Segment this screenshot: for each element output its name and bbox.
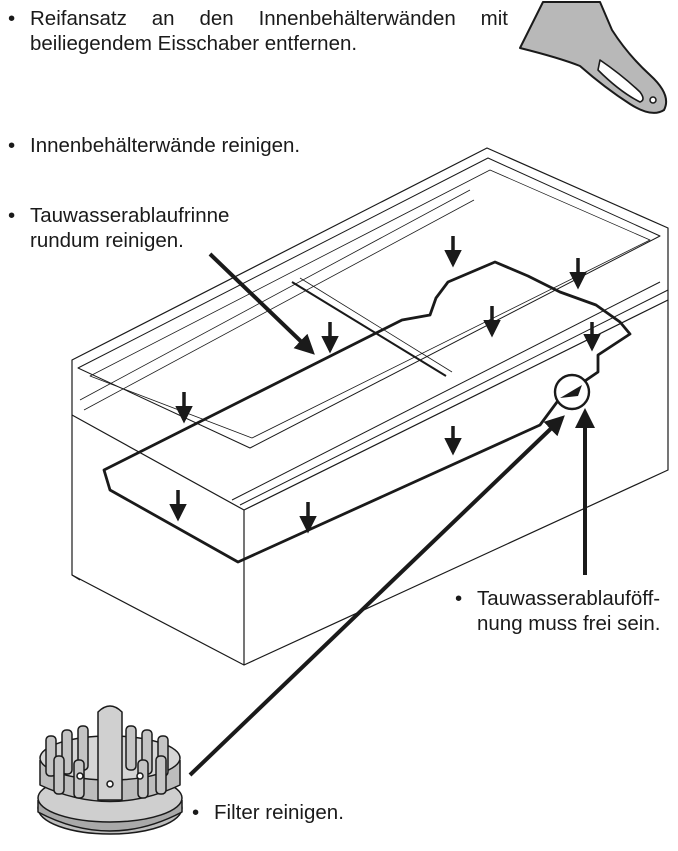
- instruction-text: Tauwasserablauföff-: [477, 587, 661, 610]
- instruction-text: Reifansatz an den Innenbehälterwänden mi…: [30, 7, 508, 30]
- instruction-text-line2: rundum reinigen.: [30, 229, 184, 252]
- bullet: •: [8, 204, 16, 227]
- instruction-clean-walls: • Innenbehälterwände reinigen.: [8, 133, 300, 158]
- chest-freezer-icon: [71, 147, 669, 666]
- instruction-text-line2: nung muss frei sein.: [477, 612, 661, 635]
- instruction-remove-frost: • Reifansatz an den Innenbehälterwänden m…: [8, 6, 508, 56]
- drain-filter-icon: [37, 705, 183, 835]
- bullet: •: [192, 801, 200, 824]
- bullet: •: [455, 587, 463, 610]
- bullet: •: [8, 7, 16, 30]
- instruction-remove-frost-line1: • Reifansatz an den Innenbehälterwänden m…: [8, 6, 508, 31]
- bullet: •: [8, 134, 16, 157]
- instruction-remove-frost-line2: beiliegendem Eisschaber entfernen.: [30, 32, 358, 55]
- ice-scraper-icon: [519, 1, 668, 114]
- instruction-text: Filter reinigen.: [214, 801, 344, 824]
- instruction-clean-filter: • Filter reinigen.: [192, 800, 344, 825]
- instruction-drain-opening: • Tauwasserablauföff- nung muss frei sein…: [455, 586, 660, 636]
- instruction-clean-channel: • Tauwasserablaufrinne rundum reinigen.: [8, 203, 229, 253]
- instruction-text: Tauwasserablaufrinne: [30, 204, 230, 227]
- leader-arrows: [188, 252, 595, 777]
- cleaning-direction-arrows: [169, 236, 601, 534]
- instruction-text: Innenbehälterwände reinigen.: [30, 134, 301, 157]
